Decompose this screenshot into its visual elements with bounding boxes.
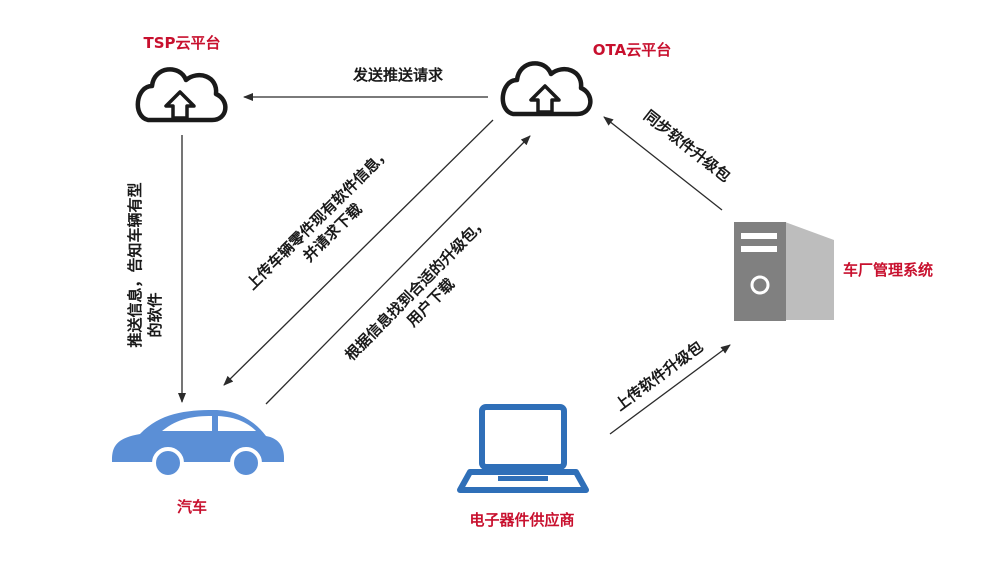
car-node: 汽车 xyxy=(112,410,284,516)
edge-tsp-to-car-label-line1: 推送信息，告知车辆有型 xyxy=(126,182,144,347)
ota-cloud-node: OTA云平台 xyxy=(503,41,671,114)
edge-car-to-ota-label-line1: 根据信息找到合适的升级包， xyxy=(342,213,492,364)
edge-ota-to-car-label-line1: 上传车辆零件现有软件信息， xyxy=(243,144,394,294)
cloud-upload-icon xyxy=(503,63,591,114)
edge-car-to-ota: 根据信息找到合适的升级包， 用户下载 xyxy=(265,135,531,405)
oem-system-label: 车厂管理系统 xyxy=(843,261,933,279)
edge-oem-to-ota-label: 同步软件升级包 xyxy=(640,107,734,186)
edge-supplier-to-oem: 上传软件升级包 xyxy=(609,337,731,435)
edge-supplier-to-oem-label: 上传软件升级包 xyxy=(611,337,706,414)
laptop-icon xyxy=(457,404,589,493)
edge-ota-to-tsp: 发送推送请求 xyxy=(243,66,488,101)
server-tower-icon xyxy=(734,222,834,321)
cloud-upload-icon xyxy=(138,69,226,120)
ota-cloud-label: OTA云平台 xyxy=(593,41,671,59)
tsp-cloud-label: TSP云平台 xyxy=(143,34,220,52)
tsp-cloud-node: TSP云平台 xyxy=(138,34,226,120)
edge-oem-to-ota: 同步软件升级包 xyxy=(603,107,734,211)
car-icon xyxy=(112,410,284,479)
edge-tsp-to-car: 推送信息，告知车辆有型 的软件 xyxy=(126,135,186,403)
edge-tsp-to-car-label-line2: 的软件 xyxy=(146,292,164,337)
car-label: 汽车 xyxy=(177,498,207,516)
supplier-node: 电子器件供应商 xyxy=(457,404,589,529)
oem-system-node: 车厂管理系统 xyxy=(734,222,933,321)
supplier-label: 电子器件供应商 xyxy=(469,511,574,529)
edge-ota-to-tsp-label: 发送推送请求 xyxy=(352,66,444,84)
